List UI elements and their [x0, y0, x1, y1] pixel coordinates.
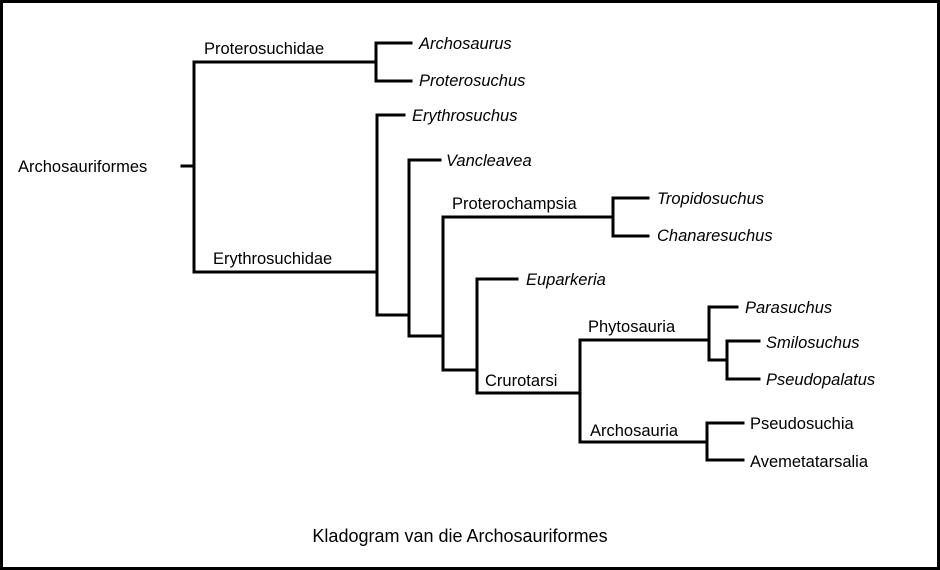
taxon-proterosuchus: Proterosuchus [419, 72, 525, 90]
taxon-erythrosuchus: Erythrosuchus [412, 107, 517, 125]
taxon-euparkeria: Euparkeria [526, 271, 606, 289]
taxon-avemetatarsalia: Avemetatarsalia [750, 453, 869, 471]
clade-label-proterosuchidae: Proterosuchidae [204, 40, 324, 58]
taxon-tropidosuchus: Tropidosuchus [657, 190, 764, 208]
taxon-vancleavea: Vancleavea [446, 152, 532, 170]
root-label: Archosauriformes [18, 158, 147, 176]
taxon-pseudosuchia: Pseudosuchia [750, 415, 854, 433]
taxon-archosaurus: Archosaurus [418, 35, 512, 53]
taxon-pseudopalatus: Pseudopalatus [766, 371, 875, 389]
labels: Archosauriformes Proterosuchidae Erythro… [18, 35, 875, 546]
clade-label-proterochampsia: Proterochampsia [452, 195, 578, 213]
taxon-chanaresuchus: Chanaresuchus [657, 227, 773, 245]
clade-label-archosauria: Archosauria [590, 422, 679, 440]
diagram-caption: Kladogram van die Archosauriformes [312, 526, 607, 546]
branches [180, 41, 761, 462]
clade-label-phytosauria: Phytosauria [588, 318, 676, 336]
taxon-parasuchus: Parasuchus [745, 299, 832, 317]
clade-label-erythrosuchidae: Erythrosuchidae [213, 250, 332, 268]
clade-label-crurotarsi: Crurotarsi [485, 372, 557, 390]
taxon-smilosuchus: Smilosuchus [766, 334, 860, 352]
